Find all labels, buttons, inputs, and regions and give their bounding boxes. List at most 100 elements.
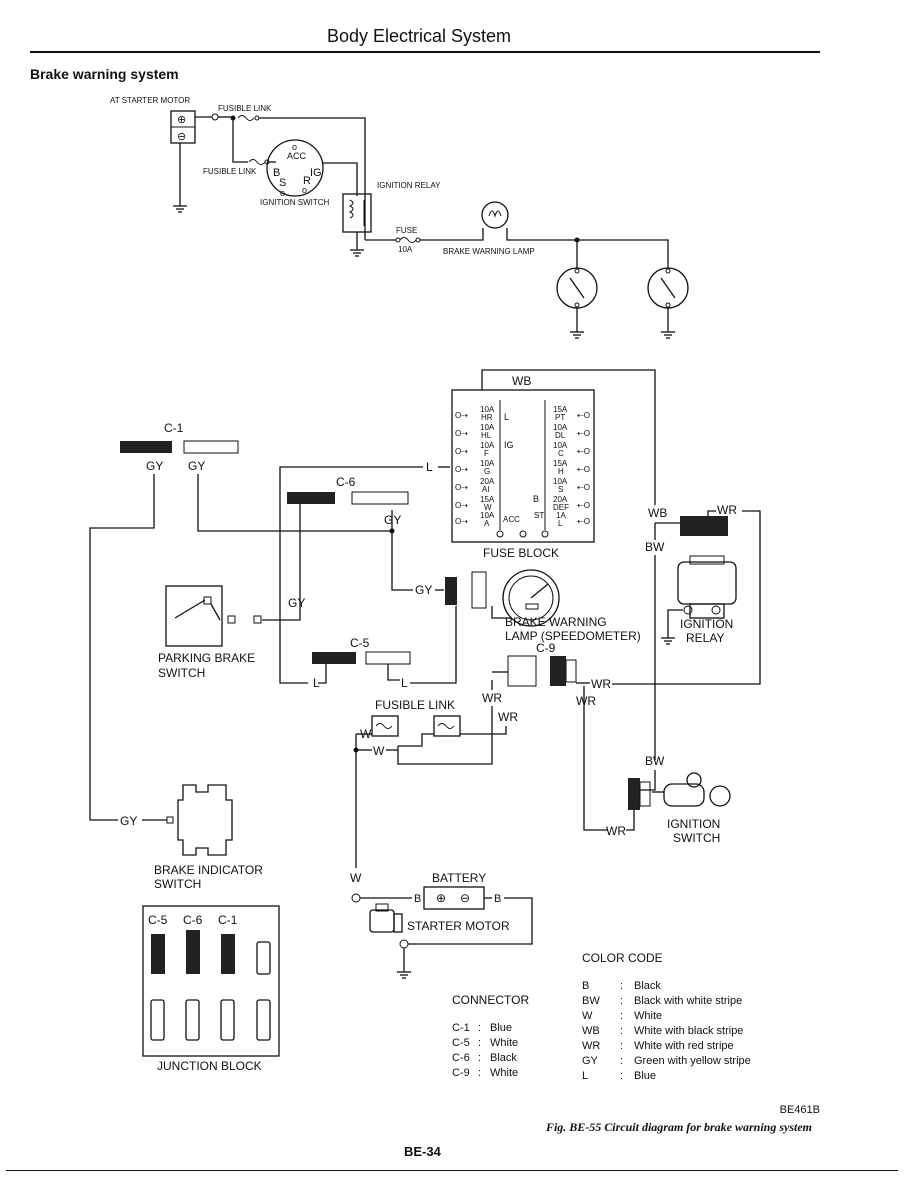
label-parking-brake-2: SWITCH bbox=[158, 666, 205, 680]
connector-speedo-female bbox=[471, 571, 487, 609]
fuse-left-6-amp: 10A bbox=[480, 511, 495, 520]
svg-text::: : bbox=[620, 980, 623, 992]
color-name-2: White bbox=[634, 1010, 662, 1022]
fuse-right-1-name: DL bbox=[555, 431, 566, 440]
brake-warning-lamp-icon bbox=[481, 201, 509, 229]
battery-plus-icon-bottom: ⊕ bbox=[436, 891, 446, 905]
label-at-starter-motor: AT STARTER MOTOR bbox=[110, 96, 190, 105]
fuse-left-3-name: G bbox=[484, 467, 490, 476]
label-wb-top: WB bbox=[512, 374, 531, 388]
label-ignition-relay-2: RELAY bbox=[686, 631, 724, 645]
label-fuse-rating: 10A bbox=[398, 245, 413, 254]
svg-text::: : bbox=[620, 1040, 623, 1052]
connector-legend-code-2: C-6 bbox=[452, 1052, 470, 1064]
fuse-right-4-amp: 10A bbox=[553, 477, 568, 486]
connector-legend-code-3: C-9 bbox=[452, 1067, 470, 1079]
svg-text:o: o bbox=[280, 188, 285, 198]
figure-caption: Fig. BE-55 Circuit diagram for brake war… bbox=[545, 1120, 812, 1134]
fuse-left-4-name: AI bbox=[482, 485, 490, 494]
label-junction-block: JUNCTION BLOCK bbox=[157, 1059, 262, 1073]
label-brake-warning-lamp-1: BRAKE WARNING bbox=[505, 615, 607, 629]
fuse-left-0-name: HR bbox=[481, 413, 493, 422]
svg-text::: : bbox=[478, 1052, 481, 1064]
fuse-inner-st: ST bbox=[534, 511, 544, 520]
label-wr-fl: WR bbox=[498, 710, 518, 724]
svg-text:⇠O: ⇠O bbox=[577, 465, 590, 474]
label-ignition-relay: IGNITION RELAY bbox=[377, 181, 441, 190]
fuse-right-2-name: C bbox=[558, 449, 564, 458]
color-name-0: Black bbox=[634, 980, 661, 992]
svg-text::: : bbox=[478, 1022, 481, 1034]
label-r: R bbox=[303, 175, 311, 187]
label-gy-1: GY bbox=[146, 459, 163, 473]
battery-bottom bbox=[423, 886, 485, 910]
fuse-right-5-name: DEF bbox=[553, 503, 569, 512]
label-jb-c6: C-6 bbox=[183, 913, 203, 927]
fuse-left-1-name: HL bbox=[481, 431, 492, 440]
svg-text:O⇢: O⇢ bbox=[455, 447, 468, 456]
label-gy-c6: GY bbox=[384, 513, 401, 527]
color-code-legend: COLOR CODE B : Black BW : Black with whi… bbox=[582, 951, 751, 1082]
fuse-block bbox=[451, 389, 595, 543]
label-bw-2: BW bbox=[645, 754, 665, 768]
connector-legend-color-1: White bbox=[490, 1037, 518, 1049]
fuse-left-6-name: A bbox=[484, 519, 490, 528]
fuse-left-5-amp: 15A bbox=[480, 495, 495, 504]
svg-text::: : bbox=[478, 1037, 481, 1049]
connector-c6-female bbox=[351, 491, 409, 505]
label-brake-warning-lamp: BRAKE WARNING LAMP bbox=[443, 247, 535, 256]
fuse-inner-acc: ACC bbox=[503, 515, 520, 524]
svg-text:⇠O: ⇠O bbox=[577, 429, 590, 438]
fuse-left-5-name: W bbox=[484, 503, 492, 512]
color-code-3: WB bbox=[582, 1025, 600, 1037]
fuse-left-1-amp: 10A bbox=[480, 423, 495, 432]
fuse-right-0-name: PT bbox=[555, 413, 565, 422]
label-wr-c9: WR bbox=[591, 677, 611, 691]
connector-c1-male bbox=[120, 441, 172, 453]
label-fuse-block: FUSE BLOCK bbox=[483, 546, 559, 560]
label-s: S bbox=[279, 177, 286, 189]
svg-text::: : bbox=[620, 1055, 623, 1067]
label-gy-mid: GY bbox=[288, 596, 305, 610]
svg-text:⇠O: ⇠O bbox=[577, 483, 590, 492]
ignition-relay-body bbox=[677, 561, 737, 605]
label-parking-brake-1: PARKING BRAKE bbox=[158, 651, 255, 665]
label-w-2: W bbox=[373, 744, 385, 758]
color-name-3: White with black stripe bbox=[634, 1025, 743, 1037]
connector-legend: CONNECTOR C-1 : Blue C-5 : White C-6 : B… bbox=[452, 993, 529, 1079]
color-code-title: COLOR CODE bbox=[582, 951, 663, 965]
color-code-2: W bbox=[582, 1010, 593, 1022]
label-gy-bottom: GY bbox=[120, 814, 137, 828]
connector-c6-male bbox=[287, 492, 335, 504]
fuse-left-2-amp: 10A bbox=[480, 441, 495, 450]
jb-connector-c6 bbox=[186, 930, 200, 974]
fuse-right-4-name: S bbox=[558, 485, 563, 494]
label-gy-arrow: GY bbox=[415, 583, 432, 597]
fuse-inner-l: L bbox=[504, 412, 509, 422]
label-ignition-switch-2: SWITCH bbox=[673, 831, 720, 845]
color-name-4: White with red stripe bbox=[634, 1040, 734, 1052]
svg-text:O⇢: O⇢ bbox=[455, 501, 468, 510]
jb-connector-c5 bbox=[151, 934, 165, 974]
page-header-title: Body Electrical System bbox=[326, 26, 512, 46]
connector-c5-female bbox=[365, 651, 411, 665]
top-circuit: AT STARTER MOTOR FUSIBLE LINK ⊕ ⊖ FUSIBL… bbox=[110, 96, 689, 339]
ignition-switch-body bbox=[663, 783, 705, 807]
label-bw-1: BW bbox=[645, 540, 665, 554]
fuse-left-2-name: F bbox=[484, 449, 489, 458]
parking-brake-switch bbox=[165, 585, 223, 647]
svg-text:⇠O: ⇠O bbox=[577, 501, 590, 510]
connector-speedo-male bbox=[445, 577, 457, 605]
label-b: B bbox=[273, 167, 280, 179]
battery-minus-icon: ⊖ bbox=[177, 131, 186, 143]
svg-text::: : bbox=[620, 1010, 623, 1022]
label-brake-indicator-2: SWITCH bbox=[154, 877, 201, 891]
fuse-right-6-name: L bbox=[558, 519, 563, 528]
label-wr-left: WR bbox=[482, 691, 502, 705]
connector-legend-title: CONNECTOR bbox=[452, 993, 529, 1007]
fuse-right-0-amp: 15A bbox=[553, 405, 568, 414]
svg-text:⇠O: ⇠O bbox=[577, 517, 590, 526]
fusible-link-1 bbox=[371, 715, 399, 737]
label-b-left: B bbox=[414, 893, 421, 905]
color-name-6: Blue bbox=[634, 1070, 656, 1082]
